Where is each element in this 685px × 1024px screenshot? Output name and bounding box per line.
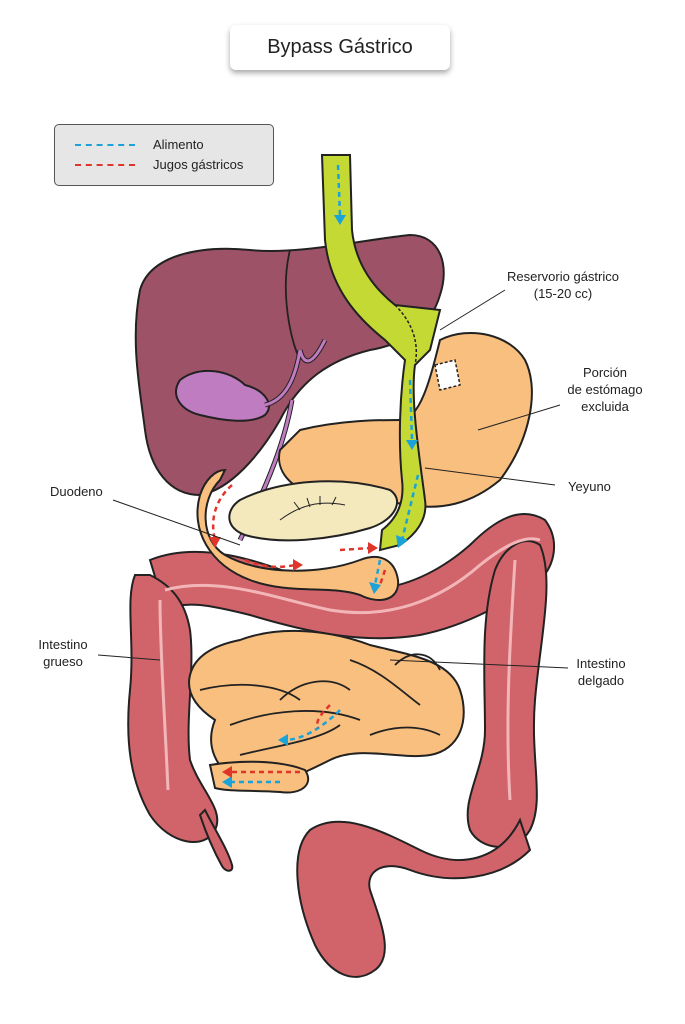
- label-text: delgado: [577, 673, 625, 688]
- label-duodeno: Duodeno: [50, 484, 103, 499]
- legend-label: Jugos gástricos: [153, 157, 244, 172]
- food-dash-swatch: [75, 143, 135, 146]
- juice-flow-arrows: [211, 484, 387, 774]
- label-text: Intestino: [38, 637, 88, 652]
- legend: Alimento Jugos gástricos: [54, 124, 274, 186]
- label-text: Reservorio gástrico: [507, 269, 619, 284]
- label-leader-lines: [97, 289, 569, 669]
- label-porcion-excluida: Porción de estómago excluida: [555, 364, 655, 415]
- duodenum: [196, 468, 400, 601]
- page-title: Bypass Gástrico: [230, 25, 450, 70]
- colon-band: [158, 537, 541, 801]
- label-intestino-grueso: Intestino grueso: [32, 636, 94, 670]
- small-intestine-loops: [199, 653, 441, 756]
- staple-line: [434, 359, 461, 391]
- label-text: Porción: [582, 365, 628, 380]
- legend-item-jugos: Jugos gástricos: [75, 157, 243, 172]
- legend-item-alimento: Alimento: [75, 137, 204, 152]
- food-flow-arrows: [230, 164, 420, 784]
- legend-label: Alimento: [153, 137, 204, 152]
- gallbladder: [175, 369, 270, 422]
- label-text: (15-20 cc): [533, 286, 593, 301]
- label-text: Intestino: [576, 656, 626, 671]
- label-yeyuno: Yeyuno: [568, 479, 611, 494]
- juice-dash-swatch: [75, 163, 135, 166]
- label-text: grueso: [43, 654, 83, 669]
- liver-lobe-line: [284, 249, 301, 361]
- label-text: de estómago: [567, 382, 643, 397]
- label-text: excluida: [581, 399, 629, 414]
- label-intestino-delgado: Intestino delgado: [570, 655, 632, 689]
- pancreas: [228, 480, 399, 542]
- label-reservorio: Reservorio gástrico (15-20 cc): [498, 268, 628, 302]
